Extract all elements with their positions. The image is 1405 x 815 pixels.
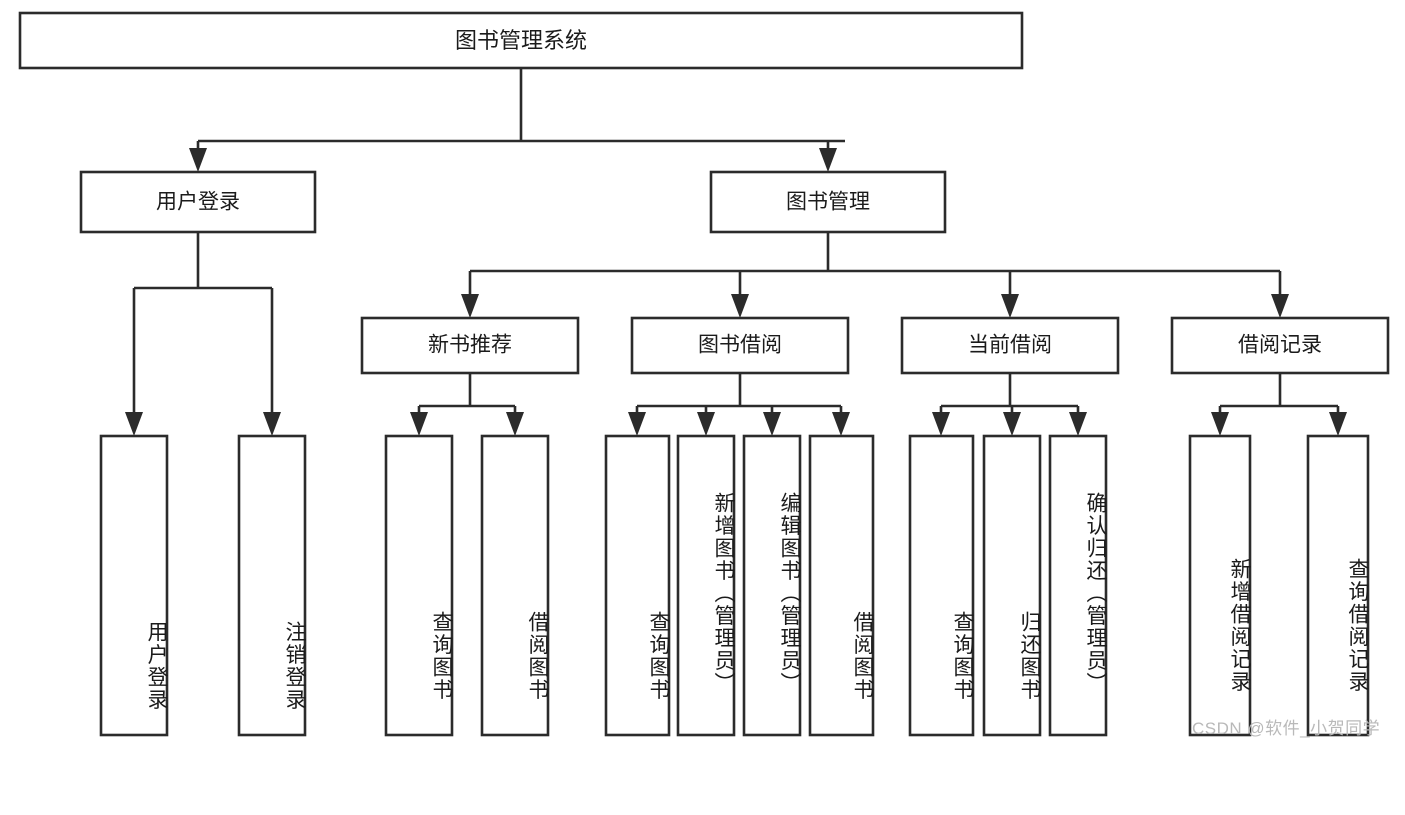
node-user-login-label: 用户登录 [156,191,240,214]
arrowhead-to-borrow-record [1271,294,1289,318]
node-book-manage-label: 图书管理 [786,191,870,214]
arrowhead-to-leaf-return-book [1003,412,1021,436]
node-borrow-record-label: 借阅记录 [1238,334,1322,357]
connector-root-bus [196,68,845,160]
leaf-borrow-book-2-box[interactable] [808,434,875,737]
arrowhead-to-leaf-query-book-2 [628,412,646,436]
connector-user-login-bus [132,232,274,424]
node-book-manage-box [709,170,947,234]
connector-borrow-record-bus [1218,373,1340,424]
diagram-canvas: 图书管理系统 用户登录 图书管理 新书推荐 图书借阅 当前借阅 借阅记录 [18,11,1390,738]
node-book-borrow-label: 图书借阅 [698,334,782,357]
node-book-borrow-box [630,316,850,375]
arrowhead-to-new-book-rec [461,294,479,318]
node-borrow-record-box [1170,316,1390,375]
node-book-manage[interactable]: 图书管理 [709,170,947,234]
node-new-book-rec[interactable]: 新书推荐 [360,316,580,375]
arrowhead-to-book-manage [819,148,837,172]
arrowhead-to-leaf-query-book-1 [410,412,428,436]
node-new-book-rec-box [360,316,580,375]
connector-new-book-rec-bus [417,373,517,424]
arrowhead-to-leaf-user-login [125,412,143,436]
leaf-query-book-3-box[interactable] [908,434,975,737]
leaf-query-record-box[interactable] [1306,434,1370,737]
leaf-confirm-return-box[interactable] [1048,434,1108,737]
csdn-watermark: CSDN @软件_小贺同学 [1192,719,1381,738]
connector-book-manage-bus [468,232,1282,306]
leaf-edit-book-box[interactable] [742,434,802,737]
node-current-borrow[interactable]: 当前借阅 [900,316,1120,375]
arrowhead-to-leaf-borrow-book-2 [832,412,850,436]
tree-diagram-svg: 图书管理系统 用户登录 图书管理 新书推荐 图书借阅 当前借阅 借阅记录 [18,11,1390,737]
leaf-logout-box[interactable] [237,434,307,737]
arrowhead-to-leaf-logout [263,412,281,436]
arrowhead-to-leaf-edit-book [763,412,781,436]
leaf-user-login-box[interactable] [99,434,169,737]
leaf-add-book-box[interactable] [676,434,736,737]
arrowhead-to-leaf-query-record [1329,412,1347,436]
node-root-box [18,11,1024,70]
leaf-boxes-group [99,434,1370,737]
arrowhead-to-leaf-query-book-3 [932,412,950,436]
leaf-query-book-1-box[interactable] [384,434,454,737]
arrowhead-to-current-borrow [1001,294,1019,318]
connector-book-borrow-bus [635,373,843,424]
node-new-book-rec-label: 新书推荐 [428,334,512,357]
leaf-return-book-box[interactable] [982,434,1042,737]
node-borrow-record[interactable]: 借阅记录 [1170,316,1390,375]
leaf-query-book-2-box[interactable] [604,434,671,737]
arrowhead-to-leaf-add-record [1211,412,1229,436]
leaf-add-record-box[interactable] [1188,434,1252,737]
node-book-borrow[interactable]: 图书借阅 [630,316,850,375]
node-user-login[interactable]: 用户登录 [79,170,317,234]
leaf-borrow-book-1-box[interactable] [480,434,550,737]
arrowhead-to-leaf-confirm-return [1069,412,1087,436]
arrowhead-to-user-login [189,148,207,172]
node-root[interactable]: 图书管理系统 [18,11,1024,70]
node-current-borrow-label: 当前借阅 [968,334,1052,357]
node-current-borrow-box [900,316,1120,375]
node-root-label: 图书管理系统 [455,28,587,53]
connectors-group [125,68,1347,436]
arrowhead-to-leaf-add-book [697,412,715,436]
node-user-login-box [79,170,317,234]
arrowhead-to-leaf-borrow-book-1 [506,412,524,436]
arrowhead-to-book-borrow [731,294,749,318]
